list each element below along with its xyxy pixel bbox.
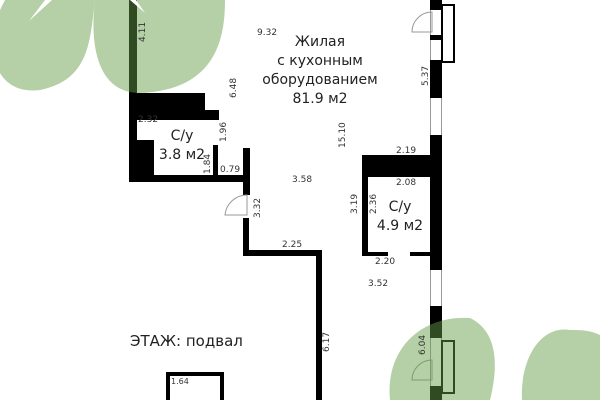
dimension-label: 2.25 (282, 240, 303, 250)
dimension-label: 9.32 (257, 28, 278, 38)
leaf-shape (93, 0, 226, 93)
wall (362, 155, 442, 177)
dimension-label: 6.17 (322, 331, 332, 352)
wall (316, 250, 322, 400)
room-area: 3.8 м2 (158, 147, 206, 163)
room-name: С/у (170, 128, 194, 144)
wall (129, 93, 205, 115)
room-living: Жилая с кухонным оборудованием 81.9 м2 (255, 33, 385, 109)
room-bathroom-2: С/у 4.9 м2 (368, 198, 432, 236)
balcony-outline (441, 4, 455, 63)
dimension-label: 2.20 (375, 257, 396, 267)
leaf-shape (521, 329, 600, 400)
leaf-vein (29, 0, 52, 21)
wall (362, 170, 368, 256)
dimension-label: 1.64 (171, 377, 189, 386)
dimension-label: 3.32 (253, 197, 263, 218)
dimension-label: 0.79 (220, 165, 241, 175)
wall (166, 372, 224, 400)
dimension-label: 3.52 (368, 279, 389, 289)
dimension-label: 2.32 (138, 115, 159, 125)
room-name: С/у (388, 199, 412, 215)
wall (243, 218, 249, 256)
dimension-label: 2.36 (369, 193, 379, 214)
room-area: 4.9 м2 (376, 218, 424, 234)
dimension-label: 3.19 (350, 193, 360, 214)
wall (129, 175, 250, 182)
leaf-shape (389, 317, 495, 400)
dimension-label: 1.96 (219, 121, 229, 142)
wall (213, 145, 218, 180)
dimension-label: 15.10 (338, 122, 348, 148)
room-name: Жилая (294, 34, 346, 50)
wall (243, 148, 250, 195)
wall (137, 140, 154, 180)
wall (410, 252, 442, 256)
balcony-outline (441, 340, 455, 394)
leaf-vein (130, 0, 145, 13)
door-swing (411, 359, 433, 381)
floor-label: ЭТАЖ: подвал (130, 332, 243, 350)
window (430, 270, 442, 306)
wall (129, 110, 219, 120)
dimension-label: 2.19 (396, 146, 417, 156)
door-swing (224, 194, 248, 216)
dimension-label: 6.48 (229, 77, 239, 98)
dimension-label: 2.08 (396, 178, 417, 188)
window (430, 98, 442, 135)
dimension-label: 1.84 (203, 153, 213, 174)
dimension-label: 4.11 (138, 21, 148, 42)
dimension-label: 3.58 (292, 175, 313, 185)
wall (243, 250, 322, 256)
dimension-label: 6.04 (418, 334, 428, 355)
wall (129, 0, 137, 182)
leaf-shape (0, 0, 95, 91)
room-area: 81.9 м2 (292, 91, 348, 107)
door-swing (411, 11, 433, 33)
room-name: оборудованием (262, 72, 378, 88)
wall (362, 252, 388, 256)
room-name: с кухонным (277, 53, 363, 69)
dimension-label: 5.37 (421, 65, 431, 86)
room-bathroom-1: С/у 3.8 м2 (150, 127, 214, 165)
